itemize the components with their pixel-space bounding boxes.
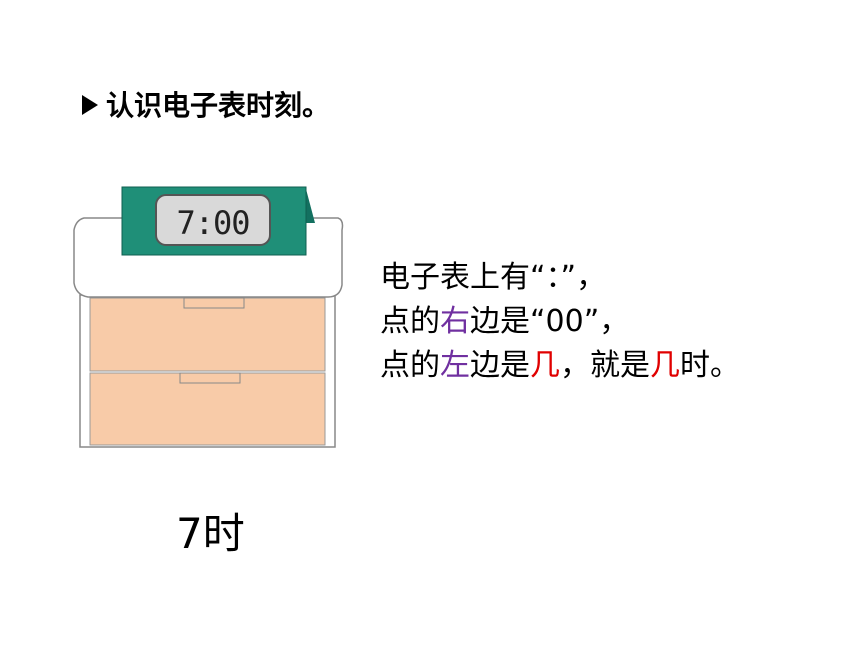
- drawer-top: [89, 297, 326, 372]
- clock-display-text: 7:00: [176, 204, 249, 242]
- word-ji-2: 几: [650, 348, 680, 383]
- nightstand-clock-illustration: 7:00: [73, 186, 344, 448]
- word-ji-1: 几: [530, 348, 560, 383]
- line3-mid: 边是: [470, 348, 530, 383]
- explanation-line-2: 点的右边是“00”，: [380, 300, 740, 344]
- line2-pre: 点的: [380, 304, 440, 339]
- slide-title-text: 认识电子表时刻。: [106, 89, 331, 122]
- clock-sign-side: [306, 189, 315, 223]
- line3-mid2: ，就是: [560, 348, 650, 383]
- drawer-bottom: [89, 372, 326, 446]
- explanation-text: 电子表上有“：”， 点的右边是“00”， 点的左边是几，就是几时。: [380, 256, 740, 388]
- word-right: 右: [440, 304, 470, 339]
- clock-display: [155, 194, 271, 246]
- line3-end: 时。: [680, 348, 740, 383]
- slide-title: 认识电子表时刻。: [82, 84, 330, 124]
- line2-post: 边是“00”，: [470, 304, 630, 339]
- time-caption: 7时: [176, 509, 245, 558]
- arrow-bullet-icon: [82, 95, 98, 115]
- explanation-line-3: 点的左边是几，就是几时。: [380, 344, 740, 388]
- line3-pre: 点的: [380, 348, 440, 383]
- drawer-bottom-handle: [179, 372, 241, 384]
- word-left: 左: [440, 348, 470, 383]
- drawer-top-handle: [183, 297, 245, 309]
- explanation-line-1: 电子表上有“：”，: [380, 260, 607, 295]
